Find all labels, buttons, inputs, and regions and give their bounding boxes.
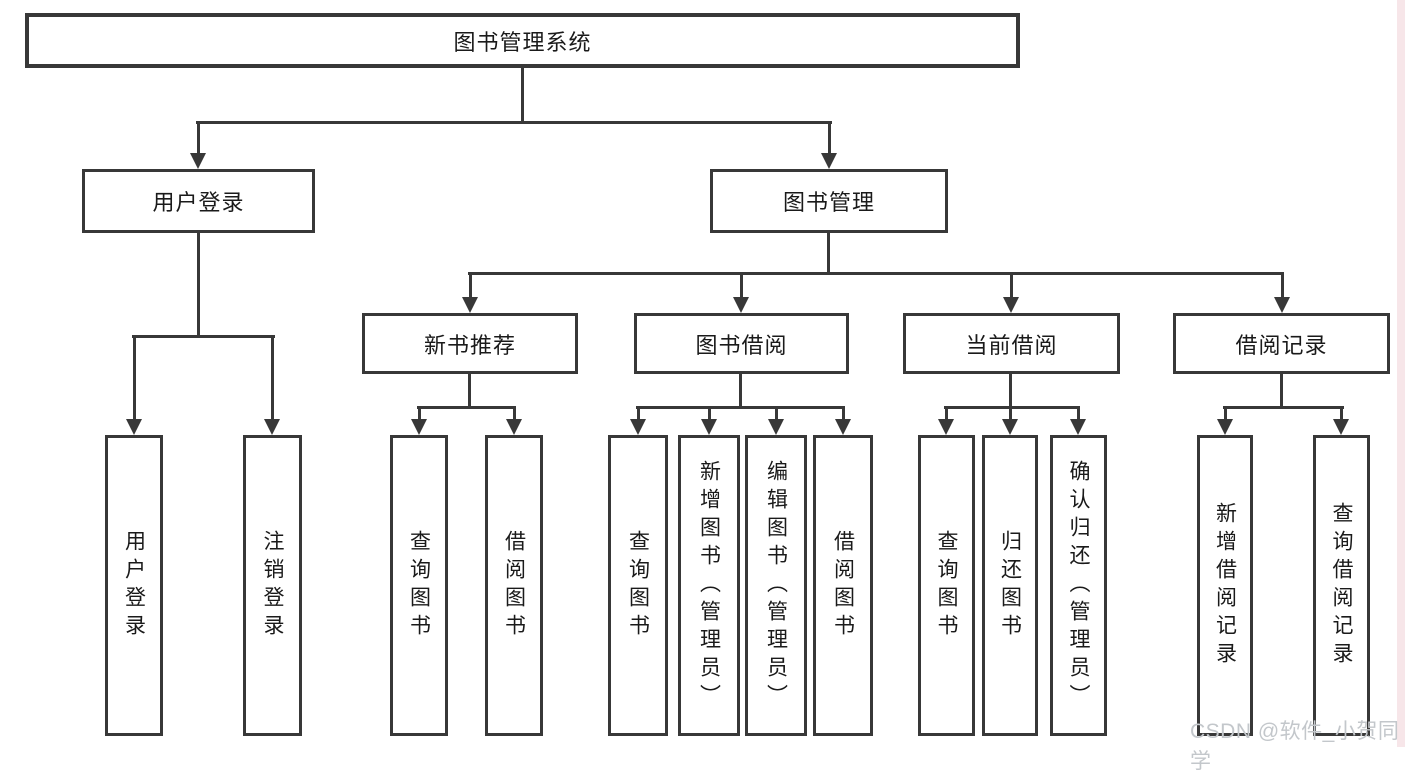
arrow-head-icon-12 xyxy=(768,419,784,435)
leaf-label: 借阅图书 xyxy=(831,529,855,642)
arrow-head-icon-18 xyxy=(1333,419,1349,435)
leaf-label: 注销登录 xyxy=(261,529,284,642)
node-library-management-system: 图书管理系统 xyxy=(25,13,1020,68)
leaf-label: 新增图书（管理员） xyxy=(697,459,721,712)
leaf-label: 确认归还（管理员） xyxy=(1067,459,1090,712)
connector-hline-4 xyxy=(636,406,845,409)
arrow-stem-3 xyxy=(740,272,743,301)
arrow-stem-0 xyxy=(197,121,200,157)
connector-hline-3 xyxy=(417,406,516,409)
leaf-label: 查询借阅记录 xyxy=(1330,501,1353,670)
arrow-head-icon-2 xyxy=(462,297,478,313)
connector-vline-4 xyxy=(739,374,742,409)
node-user-login: 用户登录 xyxy=(82,169,315,233)
arrow-stem-2 xyxy=(469,272,472,301)
arrow-head-icon-3 xyxy=(733,297,749,313)
connector-hline-0 xyxy=(196,121,832,124)
connector-vline-1 xyxy=(197,233,200,338)
node-book-borrow: 图书借阅 xyxy=(634,313,849,374)
arrow-head-icon-11 xyxy=(701,419,717,435)
arrow-head-icon-1 xyxy=(821,153,837,169)
arrow-stem-18 xyxy=(1340,406,1343,423)
leaf-label: 查询图书 xyxy=(626,529,650,642)
leaf-edit-books-admin: 编辑图书（管理员） xyxy=(745,435,807,736)
leaf-query-books-current: 查询图书 xyxy=(918,435,975,736)
connector-vline-3 xyxy=(468,374,471,409)
leaf-query-books-borrow: 查询图书 xyxy=(608,435,668,736)
leaf-label: 编辑图书（管理员） xyxy=(764,459,788,712)
connector-vline-0 xyxy=(521,67,524,124)
leaf-label: 归还图书 xyxy=(998,529,1022,642)
leaf-label: 新增借阅记录 xyxy=(1213,501,1237,670)
arrow-stem-4 xyxy=(1010,272,1013,301)
arrow-stem-11 xyxy=(708,406,711,423)
arrow-stem-15 xyxy=(1009,406,1012,423)
arrow-head-icon-8 xyxy=(411,419,427,435)
arrow-stem-14 xyxy=(945,406,948,423)
connector-hline-6 xyxy=(1223,406,1344,409)
leaf-confirm-return-admin: 确认归还（管理员） xyxy=(1050,435,1107,736)
leaf-add-books-admin: 新增图书（管理员） xyxy=(678,435,740,736)
node-label: 借阅记录 xyxy=(1235,332,1328,358)
library-system-structure-diagram: 图书管理系统 用户登录 图书管理 新书推荐 图书借阅 当前借阅 借阅记录 用户登… xyxy=(25,13,1390,736)
leaf-return-books: 归还图书 xyxy=(982,435,1038,736)
arrow-head-icon-16 xyxy=(1070,419,1086,435)
node-label: 当前借阅 xyxy=(965,332,1058,358)
arrow-head-icon-17 xyxy=(1217,419,1233,435)
leaf-label: 查询图书 xyxy=(935,529,958,642)
arrow-head-icon-6 xyxy=(126,419,142,435)
arrow-stem-6 xyxy=(133,335,136,423)
leaf-add-borrow-record: 新增借阅记录 xyxy=(1197,435,1253,736)
arrow-head-icon-13 xyxy=(835,419,851,435)
connector-vline-2 xyxy=(827,233,830,275)
arrow-head-icon-5 xyxy=(1274,297,1290,313)
leaf-user-login: 用户登录 xyxy=(105,435,163,736)
arrow-head-icon-15 xyxy=(1002,419,1018,435)
arrow-stem-16 xyxy=(1077,406,1080,423)
arrow-stem-1 xyxy=(828,121,831,157)
leaf-borrow-books-recommend: 借阅图书 xyxy=(485,435,543,736)
node-current-borrow: 当前借阅 xyxy=(903,313,1120,374)
node-label: 图书管理 xyxy=(782,190,875,215)
arrow-stem-8 xyxy=(418,406,421,423)
node-borrow-record: 借阅记录 xyxy=(1173,313,1390,374)
csdn-watermark: CSDN @软件_小贺同学 xyxy=(1190,720,1400,773)
connector-vline-5 xyxy=(1009,374,1012,409)
node-new-book-recommend: 新书推荐 xyxy=(362,313,578,374)
leaf-borrow-books: 借阅图书 xyxy=(813,435,873,736)
leaf-query-books-recommend: 查询图书 xyxy=(390,435,448,736)
arrow-head-icon-10 xyxy=(630,419,646,435)
arrow-stem-13 xyxy=(842,406,845,423)
arrow-stem-7 xyxy=(271,335,274,423)
right-edge-strip xyxy=(1397,0,1405,747)
arrow-stem-10 xyxy=(637,406,640,423)
node-label: 用户登录 xyxy=(152,190,245,215)
connector-vline-6 xyxy=(1280,374,1283,409)
node-book-management: 图书管理 xyxy=(710,169,948,233)
arrow-head-icon-14 xyxy=(938,419,954,435)
connector-hline-2 xyxy=(468,272,1284,275)
arrow-head-icon-0 xyxy=(190,153,206,169)
leaf-logout: 注销登录 xyxy=(243,435,302,736)
arrow-head-icon-4 xyxy=(1003,297,1019,313)
arrow-head-icon-9 xyxy=(506,419,522,435)
connector-hline-1 xyxy=(132,335,275,338)
node-label: 图书借阅 xyxy=(695,332,788,358)
leaf-label: 借阅图书 xyxy=(502,529,526,642)
connector-hline-5 xyxy=(944,406,1080,409)
node-label: 图书管理系统 xyxy=(453,29,592,55)
diagram-page: { "tree": { "root": { "label": "图书管理系统" … xyxy=(25,0,1405,773)
arrow-stem-5 xyxy=(1281,272,1284,301)
arrow-head-icon-7 xyxy=(264,419,280,435)
arrow-stem-12 xyxy=(775,406,778,423)
arrow-stem-9 xyxy=(513,406,516,423)
node-label: 新书推荐 xyxy=(423,332,516,358)
arrow-stem-17 xyxy=(1224,406,1227,423)
leaf-query-borrow-record: 查询借阅记录 xyxy=(1313,435,1370,736)
leaf-label: 用户登录 xyxy=(122,529,146,642)
leaf-label: 查询图书 xyxy=(407,529,431,642)
